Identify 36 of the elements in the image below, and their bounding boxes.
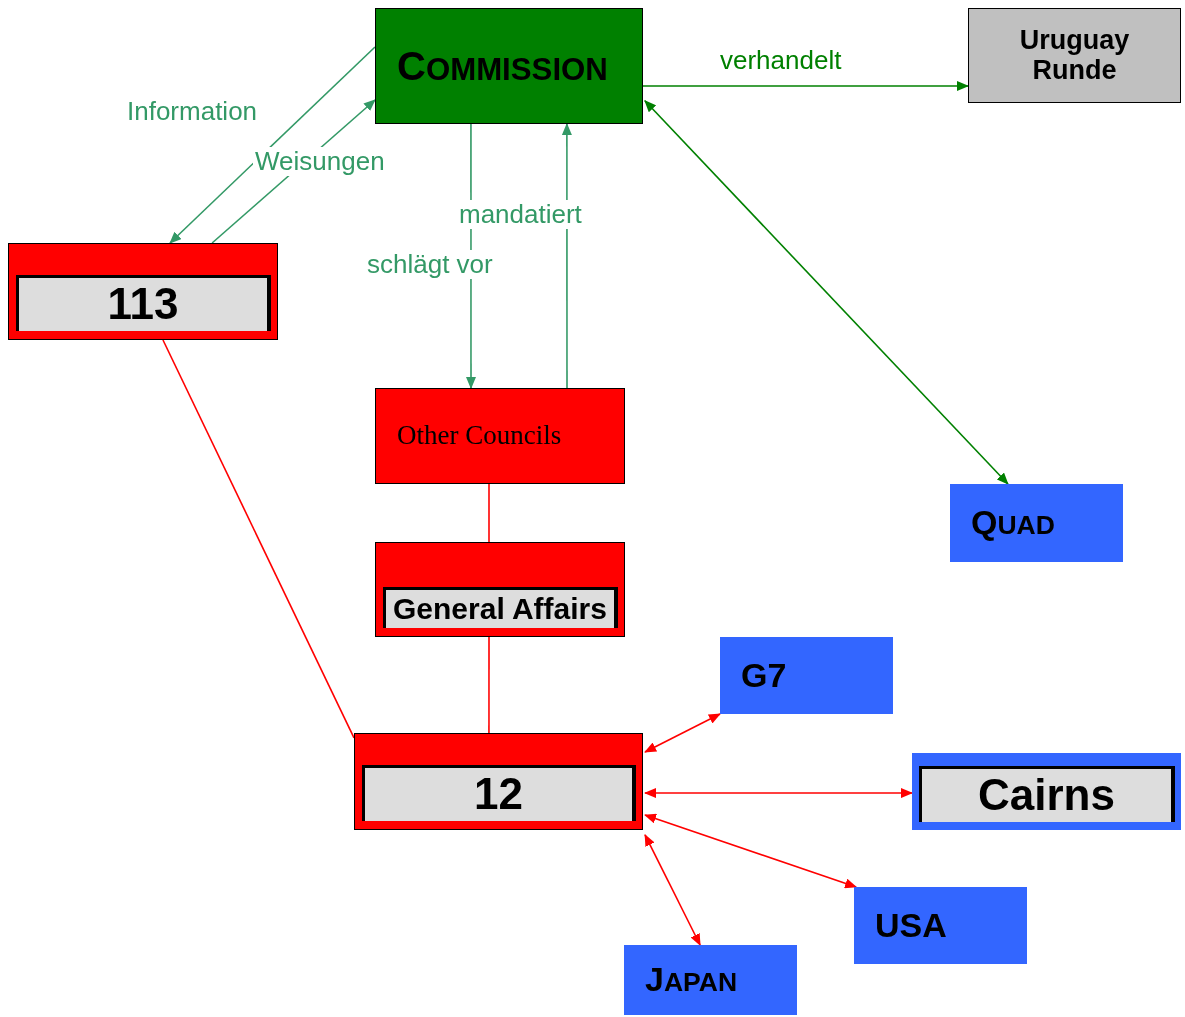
group-box [912, 753, 1181, 830]
connector-line [488, 636, 490, 734]
group-box [624, 945, 797, 1015]
process-box [968, 8, 1181, 103]
arrow [169, 46, 376, 244]
group-box [950, 484, 1123, 562]
group-box [720, 637, 893, 714]
node-label: General Affairs [383, 586, 618, 628]
node-label: COMMISSION [397, 44, 608, 88]
connector-line [488, 483, 490, 543]
council-box [8, 243, 278, 340]
arrow [644, 713, 721, 753]
node-label: G7 [741, 656, 787, 695]
connector-line [162, 339, 355, 739]
node-label: Uruguay Runde [1018, 25, 1131, 86]
group-box [854, 887, 1027, 964]
edge-label: schlägt vor [365, 250, 495, 279]
node-label: JAPAN [645, 961, 738, 999]
arrow [561, 123, 572, 389]
council-box [354, 733, 643, 830]
arrow [644, 788, 913, 799]
arrow [642, 81, 969, 91]
arrow [644, 833, 701, 946]
arrow [644, 100, 1009, 485]
node-label: Other Councils [397, 421, 562, 451]
node-label: 113 [16, 274, 271, 331]
edge-label: Weisungen [253, 147, 387, 176]
node-label: USA [875, 906, 947, 945]
process-box [375, 8, 643, 124]
council-box [375, 388, 625, 484]
edge-label: mandatiert [457, 200, 584, 229]
council-box [375, 542, 625, 637]
node-label: Cairns [919, 765, 1175, 822]
node-label: 12 [362, 764, 636, 821]
arrow [644, 813, 857, 889]
node-label: QUAD [971, 504, 1055, 542]
